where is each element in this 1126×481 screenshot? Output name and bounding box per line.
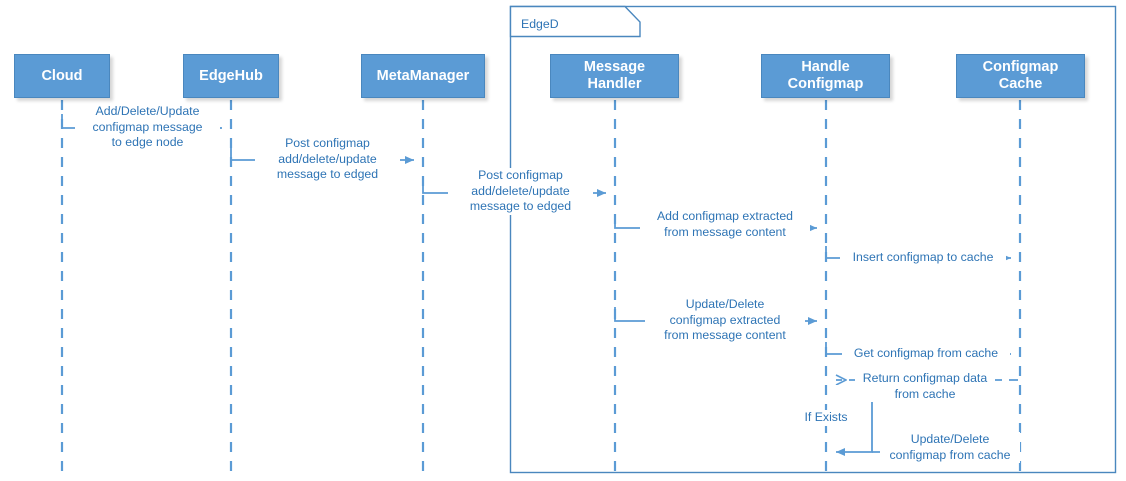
participant-configmap-cache[interactable]: Configmap Cache	[956, 54, 1085, 98]
message-label-m9: Update/Delete configmap from cache	[880, 432, 1020, 463]
message-label-m4: Add configmap extracted from message con…	[640, 209, 810, 240]
message-label-m1: Add/Delete/Update configmap message to e…	[75, 104, 220, 151]
participant-label-configmap-cache-line1: Configmap	[982, 59, 1059, 75]
edged-frame	[509, 5, 1117, 474]
participant-label-configmap-cache-line2: Cache	[998, 76, 1043, 92]
participant-label-message-handler-line2: Handler	[587, 76, 642, 92]
message-label-m7: Get configmap from cache	[842, 346, 1010, 362]
annotation-if-exists: If Exists	[796, 410, 856, 426]
participant-label-edgehub: EdgeHub	[199, 67, 263, 84]
message-label-m8: Return configmap data from cache	[855, 371, 995, 402]
participant-message-handler[interactable]: Message Handler	[550, 54, 679, 98]
participant-handle-configmap[interactable]: Handle Configmap	[761, 54, 890, 98]
participant-metamanager[interactable]: MetaManager	[361, 54, 485, 98]
participant-cloud[interactable]: Cloud	[14, 54, 110, 98]
participant-label-cloud: Cloud	[41, 67, 83, 84]
participant-label-handle-configmap-line2: Configmap	[787, 76, 864, 92]
message-label-m3: Post configmap add/delete/update message…	[448, 168, 593, 215]
message-label-m6: Update/Delete configmap extracted from m…	[645, 297, 805, 344]
participant-label-metamanager: MetaManager	[376, 67, 470, 84]
participant-label-message-handler-line1: Message	[583, 59, 646, 75]
frame-label-edged: EdgeD	[521, 17, 559, 31]
message-label-m2: Post configmap add/delete/update message…	[255, 136, 400, 183]
message-label-m5: Insert configmap to cache	[840, 250, 1006, 266]
participant-label-handle-configmap-line1: Handle	[801, 59, 850, 75]
lifelines	[60, 100, 1022, 477]
participant-edgehub[interactable]: EdgeHub	[183, 54, 279, 98]
